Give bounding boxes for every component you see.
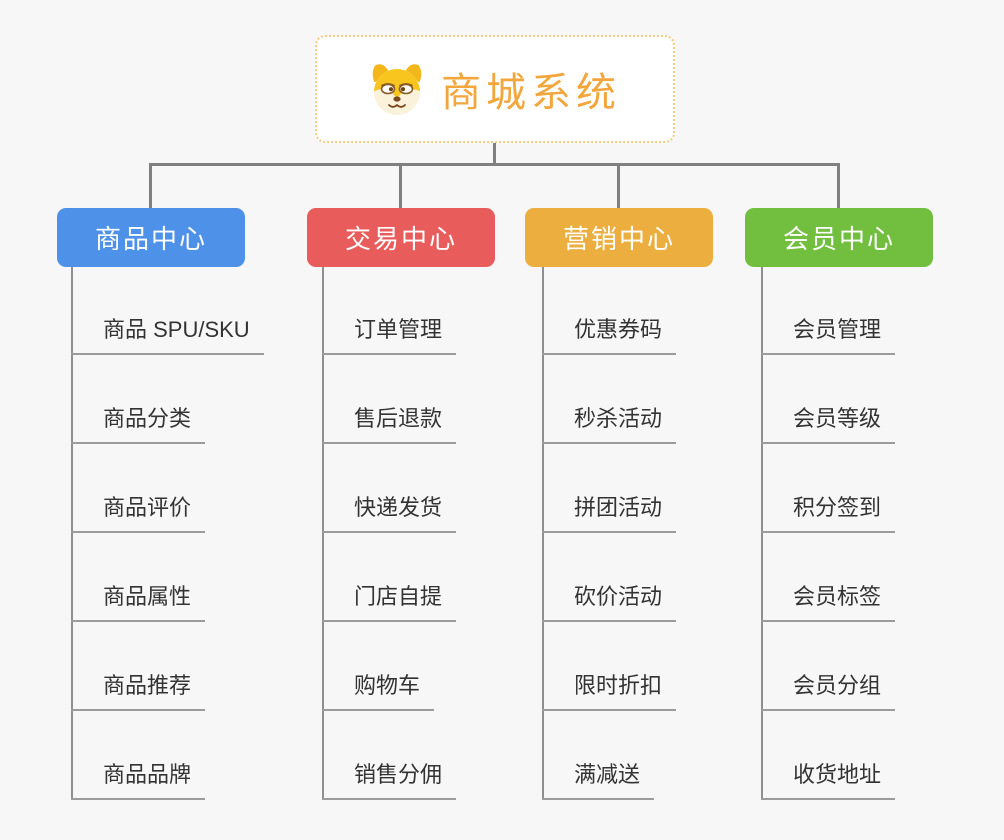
leaf-item[interactable]: 收货地址	[761, 760, 896, 800]
connector-root-stem	[493, 143, 496, 163]
leaf-item[interactable]: 优惠券码	[542, 315, 677, 355]
shiba-dog-icon	[369, 63, 425, 115]
leaf-item[interactable]: 销售分佣	[322, 760, 457, 800]
root-title: 商城系统	[441, 71, 621, 115]
branch-marketing-center[interactable]: 营销中心	[525, 208, 713, 267]
leaf-item[interactable]: 购物车	[322, 671, 435, 711]
leaf-item[interactable]: 订单管理	[322, 315, 457, 355]
leaf-item[interactable]: 限时折扣	[542, 671, 677, 711]
connector-drop-4	[837, 163, 840, 208]
leaf-item[interactable]: 会员管理	[761, 315, 896, 355]
connector-top-rail	[150, 163, 839, 166]
connector-drop-1	[149, 163, 152, 208]
leaf-item[interactable]: 商品品牌	[71, 760, 206, 800]
root-node[interactable]: 商城系统	[315, 35, 675, 143]
leaf-item[interactable]: 商品分类	[71, 404, 206, 444]
connector-branch-rail-2	[322, 267, 324, 800]
leaf-item[interactable]: 门店自提	[322, 582, 457, 622]
leaf-item[interactable]: 秒杀活动	[542, 404, 677, 444]
leaf-item[interactable]: 拼团活动	[542, 493, 677, 533]
leaf-item[interactable]: 会员标签	[761, 582, 896, 622]
leaf-item[interactable]: 商品推荐	[71, 671, 206, 711]
leaf-item[interactable]: 会员分组	[761, 671, 896, 711]
branch-member-center[interactable]: 会员中心	[745, 208, 933, 267]
connector-branch-rail-4	[761, 267, 763, 800]
leaf-item[interactable]: 砍价活动	[542, 582, 677, 622]
connector-branch-rail-1	[71, 267, 73, 800]
leaf-item[interactable]: 会员等级	[761, 404, 896, 444]
branch-trade-center[interactable]: 交易中心	[307, 208, 495, 267]
leaf-item[interactable]: 满减送	[542, 760, 655, 800]
connector-drop-2	[399, 163, 402, 208]
leaf-item[interactable]: 商品 SPU/SKU	[71, 315, 264, 355]
leaf-item[interactable]: 商品评价	[71, 493, 206, 533]
connector-branch-rail-3	[542, 267, 544, 800]
leaf-item[interactable]: 售后退款	[322, 404, 457, 444]
leaf-item[interactable]: 商品属性	[71, 582, 206, 622]
branch-product-center[interactable]: 商品中心	[57, 208, 245, 267]
connector-drop-3	[617, 163, 620, 208]
leaf-item[interactable]: 积分签到	[761, 493, 896, 533]
leaf-item[interactable]: 快递发货	[322, 493, 457, 533]
